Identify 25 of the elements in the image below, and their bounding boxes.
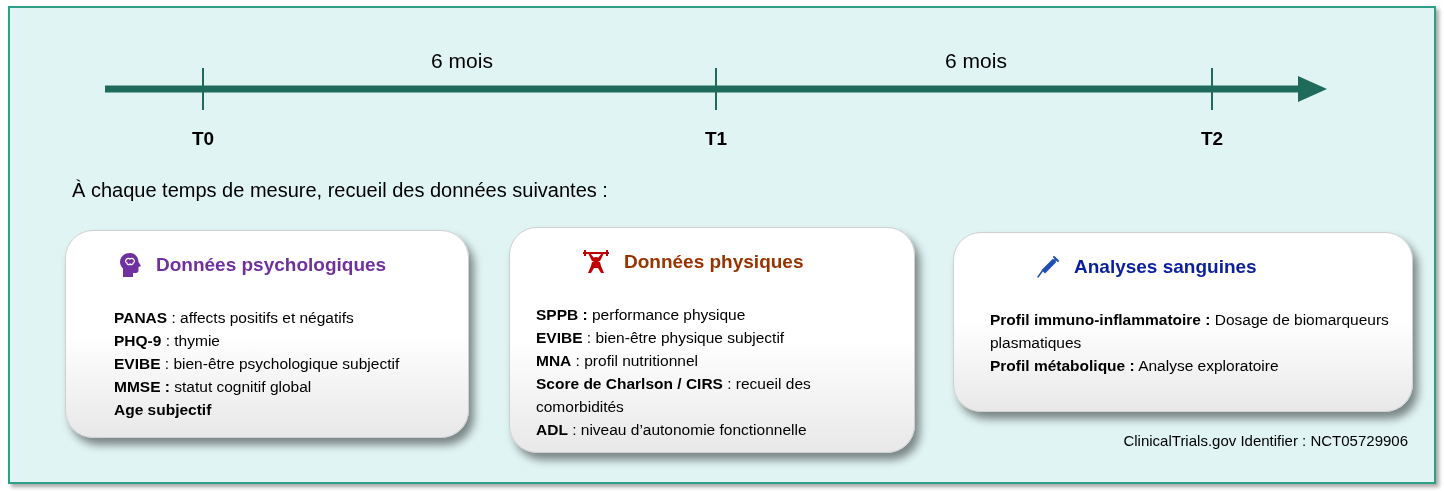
interval-label: 6 mois bbox=[430, 48, 494, 74]
intro-text: À chaque temps de mesure, recueil des données suivantes : bbox=[72, 178, 609, 203]
card-heading: Données psychologiques bbox=[156, 253, 387, 277]
card-heading: Données physiques bbox=[624, 250, 804, 274]
time-point-label: T2 bbox=[1199, 127, 1225, 151]
time-point-label: T0 bbox=[190, 127, 216, 151]
info-card bbox=[509, 227, 915, 453]
info-card bbox=[65, 230, 469, 438]
identifier-note: ClinicalTrials.gov Identifier : NCT05729906 bbox=[1122, 432, 1408, 451]
measure-item: MNA : profil nutritionnel bbox=[536, 350, 699, 371]
interval-label: 6 mois bbox=[944, 48, 1008, 74]
measure-item: EVIBE : bien-être psychologique subjectif bbox=[114, 353, 401, 374]
measure-item: PHQ-9 : thymie bbox=[114, 330, 221, 351]
time-point-label: T1 bbox=[703, 127, 729, 151]
info-card bbox=[953, 232, 1413, 412]
measure-item: PANAS : affects positifs et négatifs bbox=[114, 307, 355, 328]
measure-item: Profil immuno-inflammatoire : Dosage de biomarqueurs plasmatiques bbox=[990, 309, 1390, 353]
measure-item: MMSE : statut cognitif global bbox=[114, 376, 313, 397]
measure-item: Score de Charlson / CIRS : recueil des comorbidités bbox=[536, 373, 812, 417]
card-heading: Analyses sanguines bbox=[1074, 255, 1257, 279]
measure-item: EVIBE : bien-être physique subjectif bbox=[536, 327, 786, 348]
measure-item: ADL : niveau d’autonomie fonctionnelle bbox=[536, 419, 808, 440]
measure-item: SPPB : performance physique bbox=[536, 304, 747, 325]
measure-item: Profil métabolique : Analyse exploratoire bbox=[990, 355, 1280, 376]
measure-item: Age subjectif bbox=[114, 399, 213, 420]
